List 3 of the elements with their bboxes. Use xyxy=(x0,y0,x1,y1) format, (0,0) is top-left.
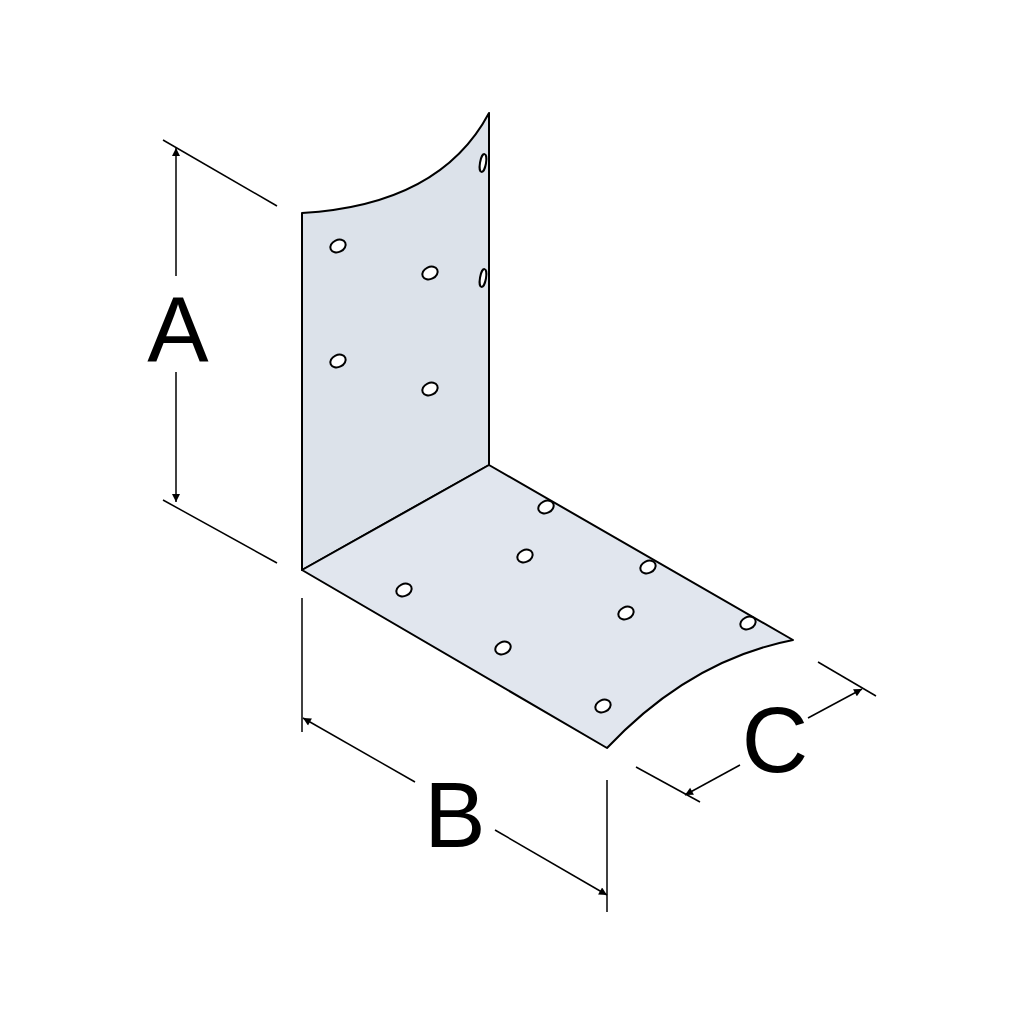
dimension-label: C xyxy=(741,694,809,786)
dimension-label: A xyxy=(147,284,209,376)
dimension-label: B xyxy=(424,769,486,861)
